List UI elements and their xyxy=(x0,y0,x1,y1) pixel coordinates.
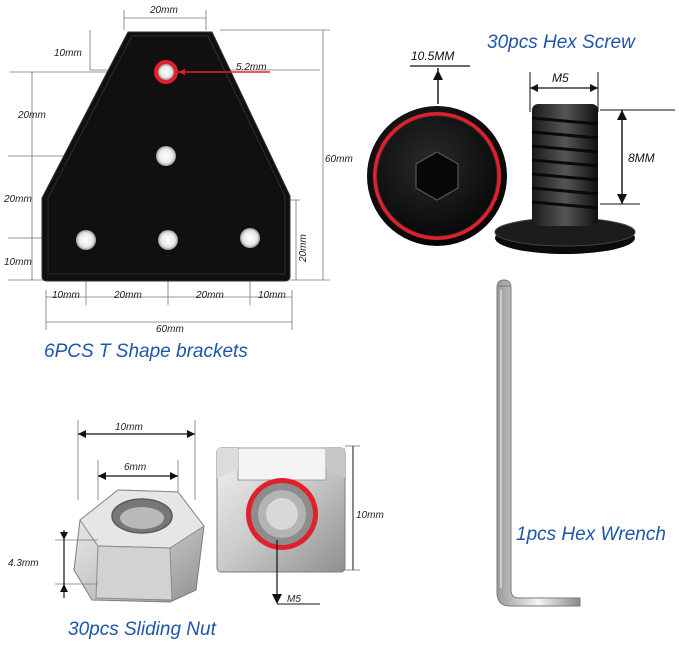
dim-nut-side: 10mm xyxy=(356,510,384,521)
dim-hole-dia: 5.2mm xyxy=(236,62,267,73)
dim-top-width: 20mm xyxy=(149,5,178,16)
head-highlight-ring xyxy=(373,112,501,240)
bracket-caption: 6PCS T Shape brackets xyxy=(44,341,248,362)
dim-top-offset: 10mm xyxy=(54,48,82,59)
dim-nut-height: 4.3mm xyxy=(8,558,39,569)
dim-nut-width: 10mm xyxy=(115,422,143,433)
dim-left-low: 10mm xyxy=(4,257,32,268)
dim-thread: M5 xyxy=(552,71,569,85)
dim-height: 60mm xyxy=(325,154,353,165)
dim-left-mid: 20mm xyxy=(3,194,32,205)
dim-bottom-b: 20mm xyxy=(113,290,142,301)
nut-caption: 30pcs Sliding Nut xyxy=(68,619,216,640)
dim-bottom-a: 10mm xyxy=(52,290,80,301)
dim-right-low: 20mm xyxy=(298,234,309,263)
dim-nut-inner: 6mm xyxy=(124,462,146,473)
dim-head-dia: 10.5MM xyxy=(411,49,454,63)
dim-length: 8MM xyxy=(628,151,655,165)
hex-wrench xyxy=(496,279,581,607)
t-bracket: 20mm 10mm 5.2mm 20mm 20mm 10mm 60mm 20mm… xyxy=(3,5,353,335)
sliding-nut: 10mm 6mm 4.3mm 10mm xyxy=(8,420,384,605)
dim-nut-thread: M5 xyxy=(287,594,301,605)
dim-bottom-c: 20mm xyxy=(195,290,224,301)
dim-bottom-d: 10mm xyxy=(258,290,286,301)
hex-screw: 10.5MM M5 8MM xyxy=(367,49,675,254)
dim-width: 60mm xyxy=(156,324,184,335)
screw-caption: 30pcs Hex Screw xyxy=(487,32,635,53)
dim-left-upper: 20mm xyxy=(17,110,46,121)
wrench-caption: 1pcs Hex Wrench xyxy=(516,524,666,545)
hex-socket xyxy=(415,151,459,201)
